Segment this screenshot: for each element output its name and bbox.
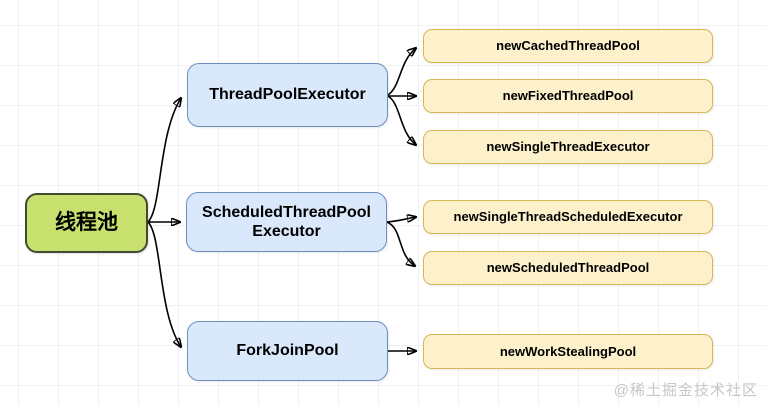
edge-root-to-forkjoinpool <box>147 221 181 347</box>
node-threadpoolexecutor: ThreadPoolExecutor <box>187 63 388 127</box>
node-newsinglethreadscheduledexecutor: newSingleThreadScheduledExecutor <box>423 200 713 234</box>
node-label: ThreadPoolExecutor <box>209 86 366 104</box>
edge-tpe-to-newcachedthreadpool <box>387 48 416 96</box>
node-thread-pool-root: 线程池 <box>25 193 148 253</box>
node-label: newFixedThreadPool <box>502 88 634 104</box>
node-label: newWorkStealingPool <box>499 343 637 359</box>
node-scheduledthreadpoolexecutor: ScheduledThreadPool Executor <box>186 192 387 252</box>
node-newsinglethreadexecutor: newSingleThreadExecutor <box>423 130 713 164</box>
node-label: 线程池 <box>55 211 118 235</box>
edge-stpe-to-newsinglethreadscheduledexecutor <box>386 217 416 223</box>
node-newcachedthreadpool: newCachedThreadPool <box>423 29 713 63</box>
node-label: newSingleThreadExecutor <box>486 139 650 155</box>
watermark: @稀土掘金技术社区 <box>613 382 758 399</box>
node-forkjoinpool: ForkJoinPool <box>187 321 388 381</box>
node-label: newCachedThreadPool <box>496 38 640 54</box>
edge-stpe-to-newscheduledthreadpool <box>386 221 415 266</box>
node-newscheduledthreadpool: newScheduledThreadPool <box>423 251 713 285</box>
node-newworkstealingpool: newWorkStealingPool <box>423 334 713 369</box>
node-label: newScheduledThreadPool <box>486 260 650 276</box>
node-label-line-1: ScheduledThreadPool <box>202 203 371 221</box>
edge-root-to-threadpoolexecutor <box>147 98 181 223</box>
edge-tpe-to-newsinglethreadexecutor <box>387 95 416 145</box>
node-label-line-2: Executor <box>252 223 321 240</box>
node-label: ForkJoinPool <box>236 342 339 360</box>
node-newfixedthreadpool: newFixedThreadPool <box>423 79 713 113</box>
node-label: newSingleThreadScheduledExecutor <box>453 209 683 225</box>
